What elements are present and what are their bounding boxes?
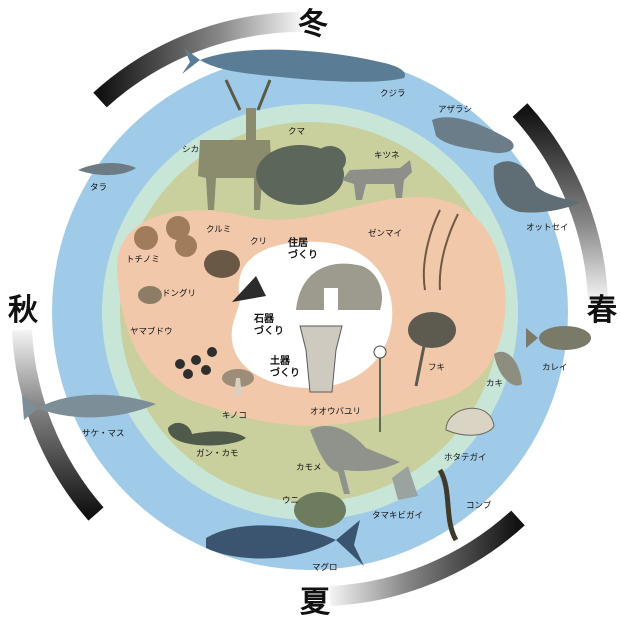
zenmai-illustration [422, 209, 459, 291]
spring-arc [512, 103, 608, 301]
flounder-illustration [526, 326, 591, 350]
label-fuki: フキ [428, 363, 445, 373]
label-dwelling-line: 住居 [288, 236, 308, 249]
salmon-illustration [22, 394, 156, 420]
whale-illustration [182, 48, 405, 82]
label-horse-chestnut: トチノミ [126, 255, 160, 265]
walnut-illustration [166, 216, 197, 257]
fuki-illustration [408, 312, 456, 387]
label-oyster: カキ [486, 379, 503, 389]
bear-illustration [256, 145, 346, 205]
winter-arc [93, 12, 301, 108]
label-deer: シカ [182, 145, 199, 155]
pottery-illustration [299, 325, 343, 393]
horse-chestnut-illustration [134, 226, 158, 250]
fox-illustration [342, 160, 412, 200]
label-scallop: ホタテガイ [444, 452, 487, 463]
summer-arc [329, 510, 525, 606]
label-dwelling-line: づくり [288, 248, 318, 261]
label-pottery-line: づくり [270, 366, 300, 379]
fur-seal-illustration [493, 161, 580, 213]
label-stone-tools: 石器づくり [253, 313, 284, 337]
season-winter: 冬 [298, 7, 328, 42]
label-duck: ガン・カモ [196, 448, 239, 459]
label-tuna: マグロ [312, 562, 338, 573]
chestnut-illustration [204, 250, 240, 278]
label-turban-shell: タマキビガイ [372, 510, 423, 521]
label-fox: キツネ [374, 151, 400, 161]
oyster-illustration [494, 351, 522, 386]
label-walnut: クルミ [206, 225, 231, 235]
grape-illustration [175, 347, 217, 379]
label-stone-tools-line: づくり [254, 324, 284, 337]
label-kelp: コンブ [466, 500, 492, 511]
turban-shell-illustration [392, 466, 418, 500]
label-gull: カモメ [296, 463, 322, 473]
season-summer: 夏 [300, 585, 331, 617]
acorn-illustration [138, 286, 162, 304]
deer-illustration [198, 79, 272, 210]
duck-illustration [168, 422, 246, 446]
scallop-illustration [445, 407, 495, 436]
label-grape: ヤマブドウ [130, 326, 173, 337]
label-zenmai: ゼンマイ [368, 228, 402, 239]
label-pottery: 土器づくり [270, 354, 300, 379]
dwelling-illustration [296, 263, 382, 310]
label-pottery-line: 土器 [270, 354, 291, 367]
label-bear: クマ [288, 127, 305, 137]
season-spring: 春 [587, 293, 617, 328]
season-autumn: 秋 [8, 293, 38, 328]
label-flounder: カレイ [542, 363, 568, 373]
label-chestnut: クリ [250, 237, 267, 247]
autumn-arc [12, 329, 104, 521]
label-fur-seal: オットセイ [526, 223, 569, 233]
urchin-illustration [294, 492, 346, 528]
stone-tool-illustration [232, 276, 266, 302]
seal-illustration [432, 117, 514, 154]
label-seal: アザラシ [438, 105, 472, 115]
label-whale: クジラ [380, 89, 406, 99]
lily-illustration [373, 345, 387, 432]
label-acorn: ドングリ [162, 288, 196, 299]
cod-illustration [78, 163, 136, 176]
label-cod: タラ [90, 183, 107, 193]
label-lily: オオウバユリ [310, 407, 361, 417]
label-salmon: サケ・マス [82, 429, 125, 439]
gull-illustration [310, 426, 400, 494]
tuna-illustration [206, 520, 364, 566]
label-dwelling: 住居づくり [288, 236, 318, 261]
mushroom-illustration [222, 369, 254, 396]
label-urchin: ウニ [282, 496, 299, 506]
label-mushroom: キノコ [222, 411, 247, 421]
label-stone-tools-line: 石器 [253, 313, 275, 325]
kelp-illustration [437, 468, 459, 542]
